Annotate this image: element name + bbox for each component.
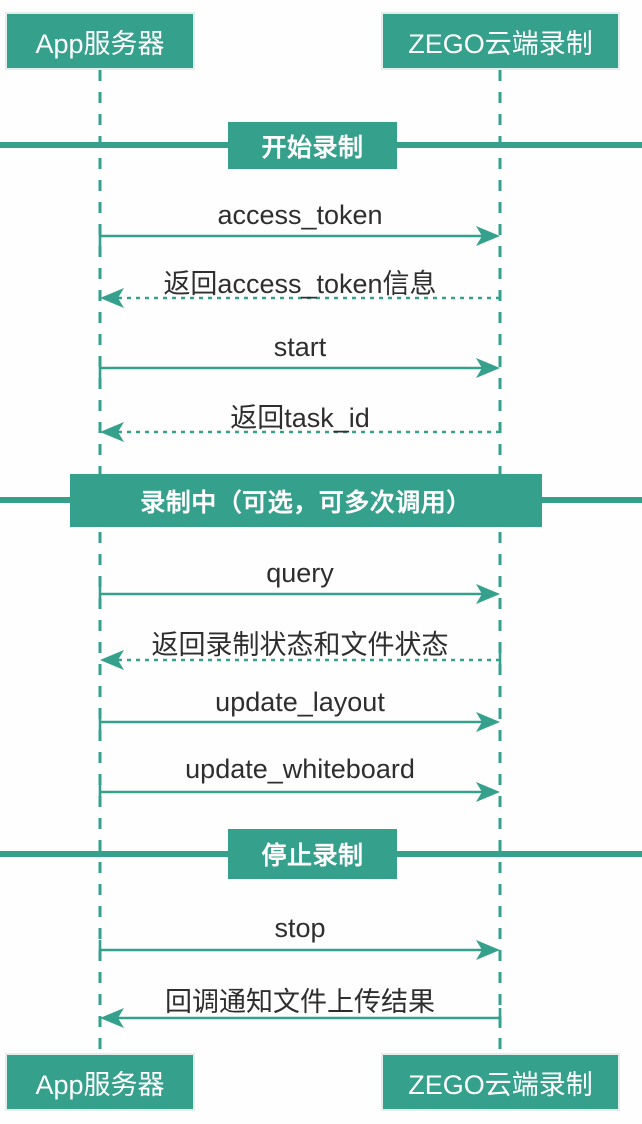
phase-banner-start: 开始录制 xyxy=(228,122,397,169)
phase-banner-recording: 录制中（可选，可多次调用） xyxy=(70,474,542,527)
message-label-stop: stop xyxy=(274,913,326,943)
message-arrow-update_whiteboard xyxy=(98,782,500,802)
message-arrow-task_id_reply xyxy=(100,422,500,442)
message-label-update_layout: update_layout xyxy=(215,687,385,717)
message-label-access_token_reply: 返回access_token信息 xyxy=(163,269,437,299)
message-label-callback: 回调通知文件上传结果 xyxy=(165,987,435,1017)
message-arrow-start xyxy=(98,358,500,378)
phase-banner-stop: 停止录制 xyxy=(228,829,397,879)
message-arrow-access_token xyxy=(98,226,500,246)
message-label-query_reply: 返回录制状态和文件状态 xyxy=(151,630,449,660)
message-arrow-query xyxy=(98,584,500,604)
actor-label-zego-top: ZEGO云端录制 xyxy=(408,28,593,59)
message-arrow-callback xyxy=(100,1008,502,1028)
message-label-update_whiteboard: update_whiteboard xyxy=(185,754,415,784)
phase-label-stop: 停止录制 xyxy=(261,842,364,870)
actor-label-zego-bottom: ZEGO云端录制 xyxy=(408,1069,593,1100)
message-label-access_token: access_token xyxy=(217,200,383,230)
phase-label-start: 开始录制 xyxy=(261,133,364,162)
actor-label-app-top: App服务器 xyxy=(35,28,165,59)
message-label-query: query xyxy=(266,558,334,588)
actor-box-zego-bottom[interactable]: ZEGO云端录制 xyxy=(381,1053,620,1111)
actor-box-zego-top[interactable]: ZEGO云端录制 xyxy=(381,12,620,70)
message-arrow-query_reply xyxy=(100,650,502,670)
message-label-start: start xyxy=(273,332,327,362)
message-arrow-stop xyxy=(98,940,500,960)
actor-box-app-top[interactable]: App服务器 xyxy=(5,12,195,70)
message-label-task_id_reply: 返回task_id xyxy=(230,403,370,433)
phase-label-recording: 录制中（可选，可多次调用） xyxy=(140,488,472,517)
actor-box-app-bottom[interactable]: App服务器 xyxy=(5,1053,195,1111)
message-arrow-access_token_reply xyxy=(100,288,500,308)
message-arrow-update_layout xyxy=(98,712,500,732)
actor-label-app-bottom: App服务器 xyxy=(35,1069,165,1100)
